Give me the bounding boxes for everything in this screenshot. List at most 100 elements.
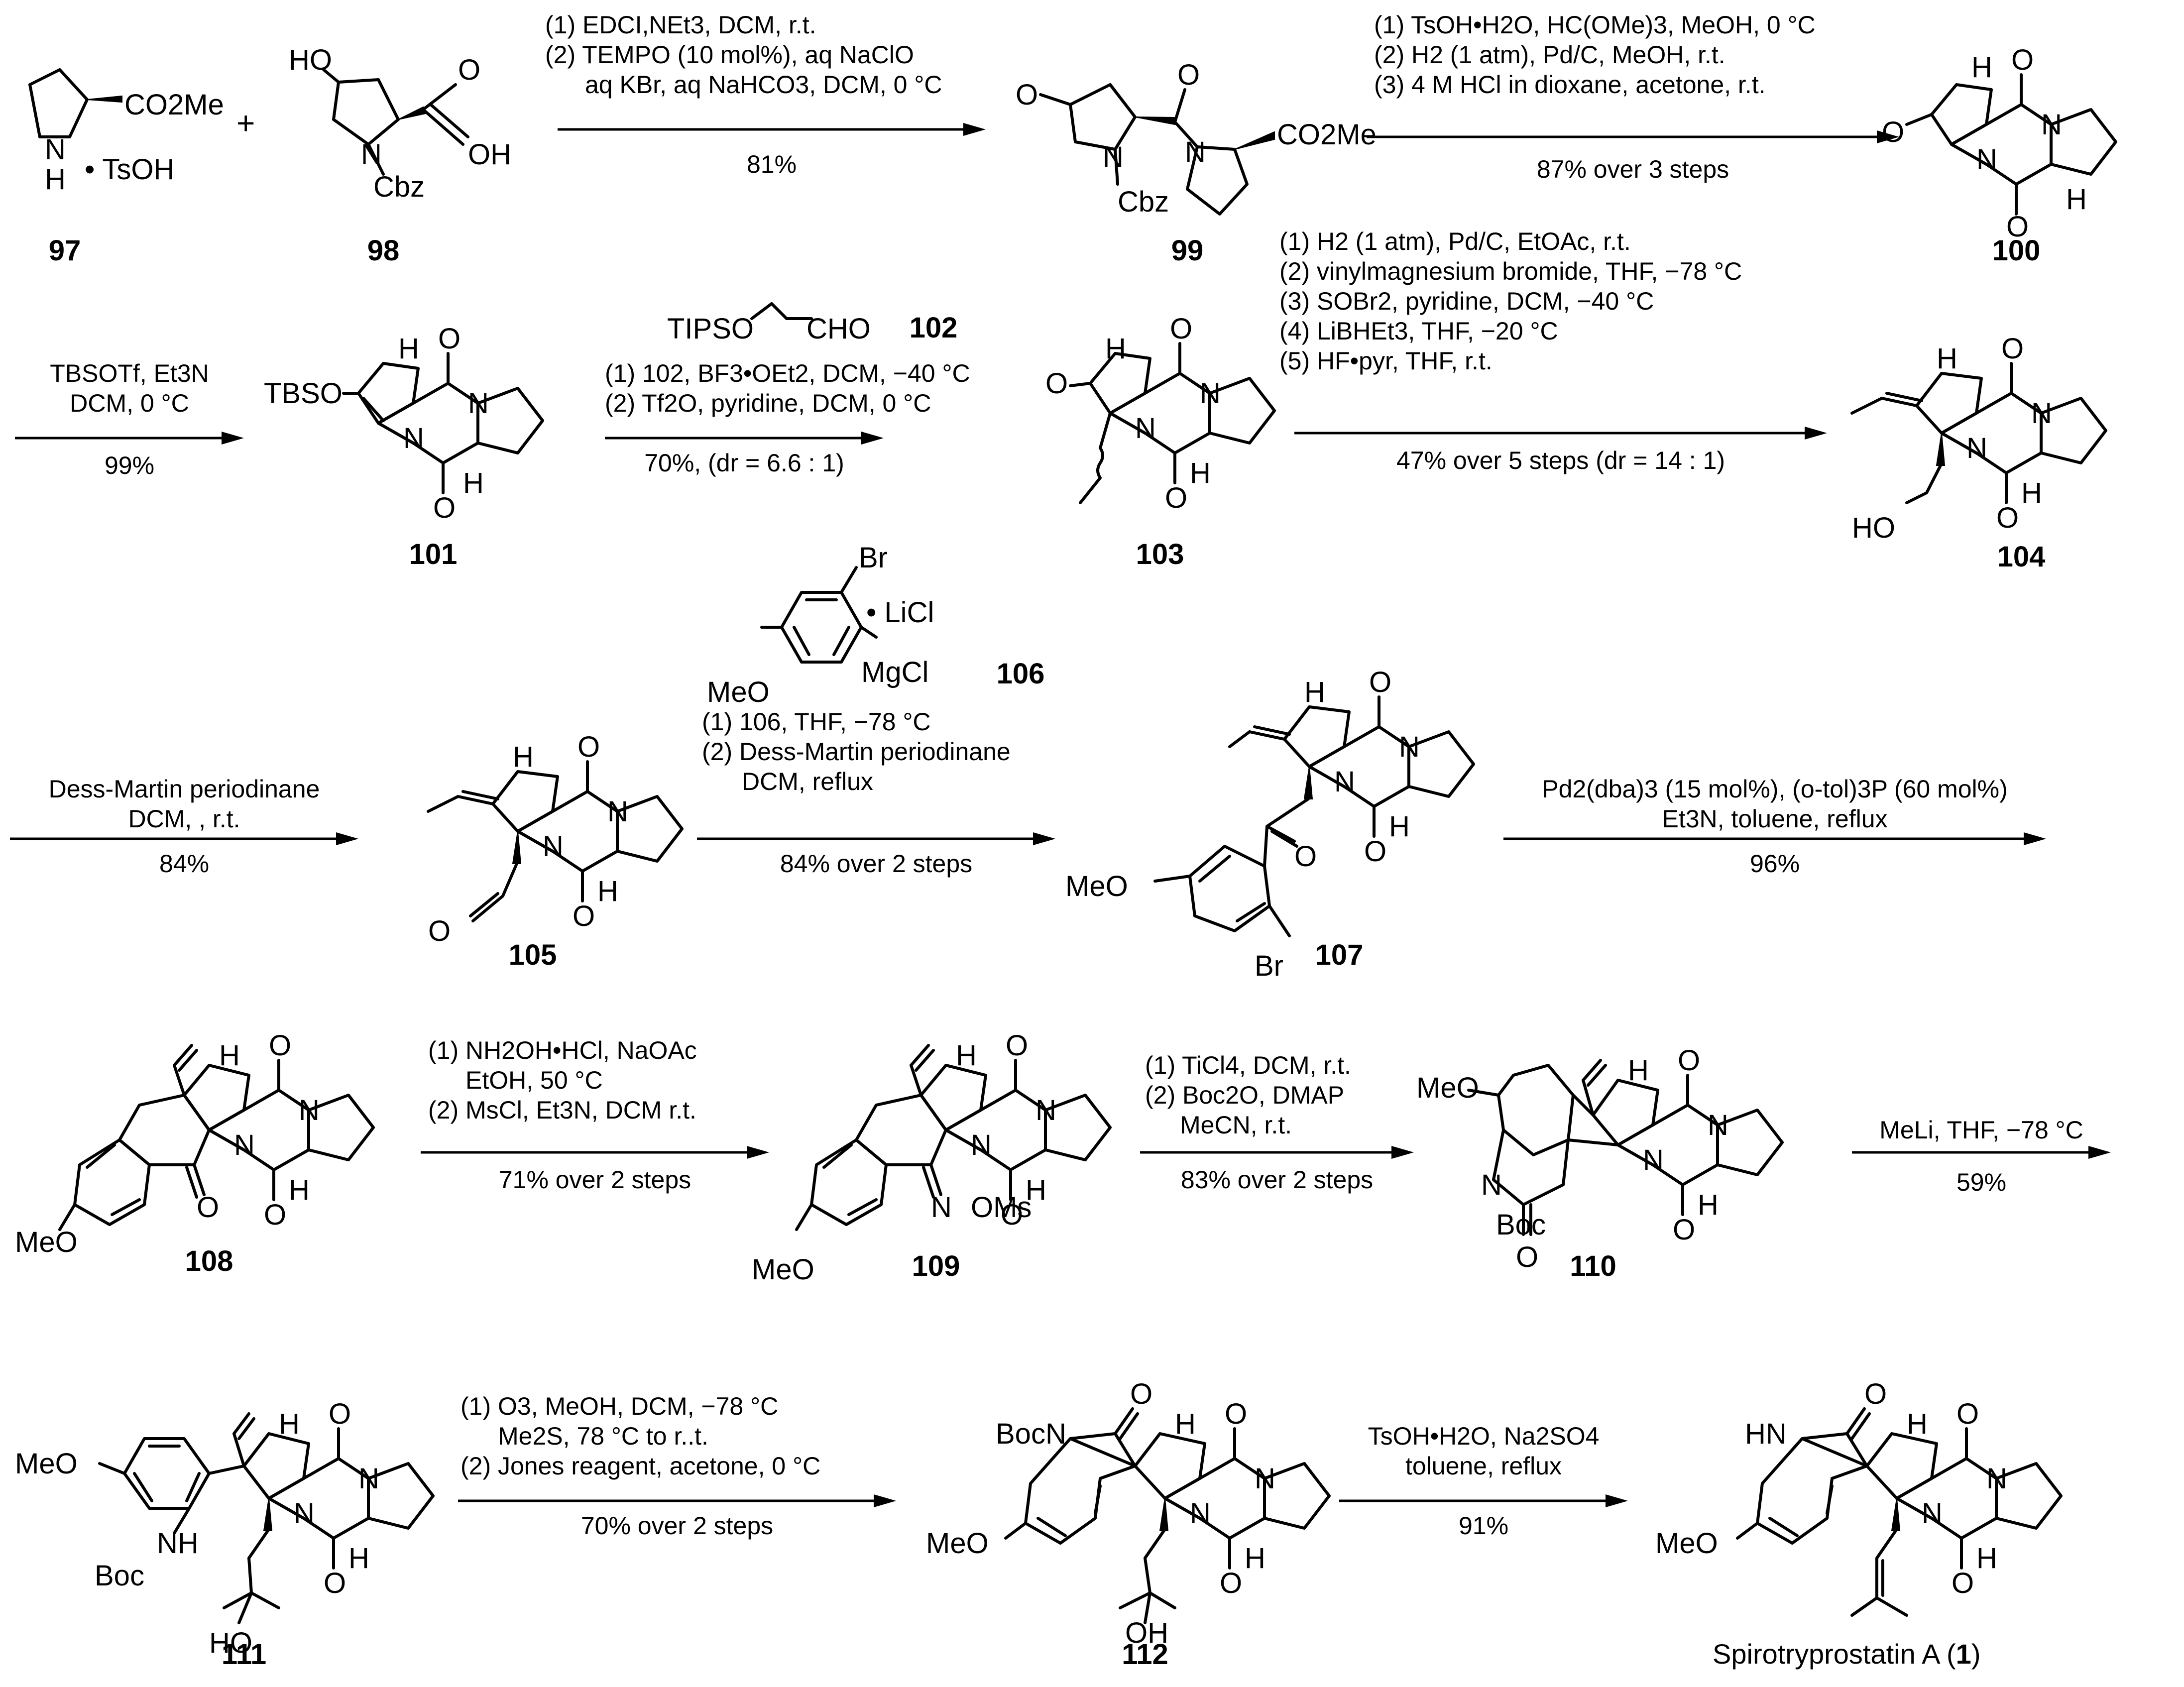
label-n: N [971, 1129, 992, 1161]
label-o: O [1016, 79, 1038, 111]
conditions-r3-below: 99% [15, 450, 244, 480]
label-n: N [1190, 1497, 1211, 1530]
conditions-r10-above: (1) TiCl4, DCM, r.t. (2) Boc2O, DMAP MeC… [1145, 1050, 1351, 1140]
label-meo: MeO [1065, 870, 1128, 902]
label-h: H [513, 741, 534, 773]
condition-line: (3) 4 M HCl in dioxane, acetone, r.t. [1374, 71, 1766, 99]
label-n: N [1255, 1462, 1275, 1495]
condition-line: (4) LiBHEt3, THF, −20 °C [1279, 317, 1558, 345]
label-bocn: BocN [996, 1418, 1066, 1450]
label-meo: MeO [752, 1253, 814, 1286]
conditions-r9-below: 71% over 2 steps [421, 1165, 769, 1195]
compound-name-spirotryprostatin-a: Spirotryprostatin A (1) [1713, 1638, 1980, 1670]
label-ho: HO [1852, 512, 1895, 544]
label-n: N [1922, 1497, 1943, 1530]
label-n: N [1986, 1462, 2007, 1495]
label-br: Br [1255, 950, 1283, 982]
label-o: O [2006, 211, 2029, 243]
condition-line: (3) SOBr2, pyridine, DCM, −40 °C [1279, 287, 1654, 315]
label-meo: MeO [707, 676, 770, 708]
condition-line: (2) Tf2O, pyridine, DCM, 0 °C [605, 389, 931, 417]
condition-line: TsOH•H2O, Na2SO4 [1368, 1422, 1600, 1450]
condition-line: MeLi, THF, −78 °C [1879, 1116, 2083, 1144]
condition-line: 84% over 2 steps [780, 850, 973, 878]
label-o: O [1673, 1214, 1695, 1246]
condition-line: (1) H2 (1 atm), Pd/C, EtOAc, r.t. [1279, 227, 1631, 255]
label-n: N [299, 1094, 320, 1126]
label-h: H [1190, 457, 1211, 489]
label-n: N [1103, 141, 1124, 173]
label-o: O [1177, 59, 1200, 91]
conditions-r2-below: 87% over 3 steps [1367, 154, 1899, 184]
label-o: O [197, 1191, 219, 1224]
label-o: O [1952, 1567, 1974, 1599]
condition-line: 83% over 2 steps [1180, 1166, 1374, 1194]
arrow-r1 [558, 123, 986, 136]
label-br: Br [859, 542, 888, 574]
label-o: O [329, 1398, 351, 1430]
label-n: N [2031, 397, 2052, 430]
condition-line: MeCN, r.t. [1180, 1111, 1292, 1139]
conditions-r4-below: 70%, (dr = 6.6 : 1) [605, 448, 884, 478]
label-o: O [1170, 313, 1192, 345]
label-co2me: CO2Me [124, 89, 224, 121]
label-h: H [1304, 676, 1325, 708]
label-cbz: Cbz [373, 171, 425, 203]
condition-line: 70% over 2 steps [580, 1512, 774, 1540]
condition-line: Me2S, 78 °C to r..t. [498, 1422, 708, 1450]
compound-number-101: 101 [409, 538, 458, 570]
conditions-r11-below: 59% [1852, 1167, 2111, 1197]
conditions-r6-above: Dess-Martin periodinane DCM, , r.t. [10, 774, 358, 834]
label-h: H [1976, 1542, 1997, 1575]
compound-number-104: 104 [1997, 541, 2046, 573]
label-ho: HO [289, 44, 332, 76]
label-meo: MeO [1416, 1072, 1479, 1104]
label-o: O [269, 1029, 291, 1062]
label-meo: MeO [1655, 1527, 1718, 1560]
condition-line: 71% over 2 steps [498, 1166, 691, 1194]
conditions-r13-above: TsOH•H2O, Na2SO4 toluene, reflux [1339, 1421, 1628, 1481]
label-oms: OMs [971, 1191, 1032, 1224]
compound-number-106: 106 [996, 658, 1045, 690]
condition-line: (2) TEMPO (10 mol%), aq NaClO [545, 41, 914, 69]
label-o: O [1045, 367, 1068, 400]
arrow-r9 [421, 1146, 769, 1159]
conditions-r2-above: (1) TsOH•H2O, HC(OMe)3, MeOH, 0 °C (2) H… [1374, 10, 1816, 100]
conditions-r7-below: 84% over 2 steps [697, 849, 1055, 879]
label-n: N [1334, 766, 1355, 798]
condition-line: 47% over 5 steps (dr = 14 : 1) [1396, 447, 1725, 474]
compound-number-105: 105 [508, 939, 557, 971]
label-n: N [607, 795, 628, 828]
conditions-r4-above: (1) 102, BF3•OEt2, DCM, −40 °C (2) Tf2O,… [605, 358, 970, 418]
arrow-r12 [458, 1494, 896, 1507]
condition-line: aq KBr, aq NaHCO3, DCM, 0 °C [585, 71, 942, 99]
label-n: N [294, 1497, 315, 1530]
label-n: N [403, 422, 424, 454]
label-hn: HN [1745, 1418, 1787, 1450]
conditions-r8-above: Pd2(dba)3 (15 mol%), (o-tol)3P (60 mol%)… [1503, 774, 2046, 834]
label-h: H [956, 1039, 977, 1072]
conditions-r7-above: (1) 106, THF, −78 °C (2) Dess-Martin per… [702, 707, 1011, 796]
label-o: O [433, 492, 456, 524]
conditions-r12-above: (1) O3, MeOH, DCM, −78 °C Me2S, 78 °C to… [460, 1391, 820, 1481]
arrow-r3 [15, 432, 244, 445]
label-n: N [358, 1462, 379, 1495]
label-h: H [1105, 333, 1126, 365]
label-o: O [1225, 1398, 1247, 1430]
condition-line: Et3N, toluene, reflux [1662, 805, 1888, 833]
condition-line: (2) MsCl, Et3N, DCM r.t. [428, 1096, 696, 1124]
condition-line: 70%, (dr = 6.6 : 1) [644, 449, 844, 477]
arrow-r7 [697, 832, 1055, 845]
label-licl: • LiCl [866, 596, 934, 629]
label-n: N [1135, 412, 1156, 445]
label-o: O [324, 1567, 346, 1599]
compound-number-112: 112 [1122, 1638, 1168, 1671]
label-h: H [1175, 1408, 1196, 1440]
label-cho: CHO [806, 313, 871, 345]
